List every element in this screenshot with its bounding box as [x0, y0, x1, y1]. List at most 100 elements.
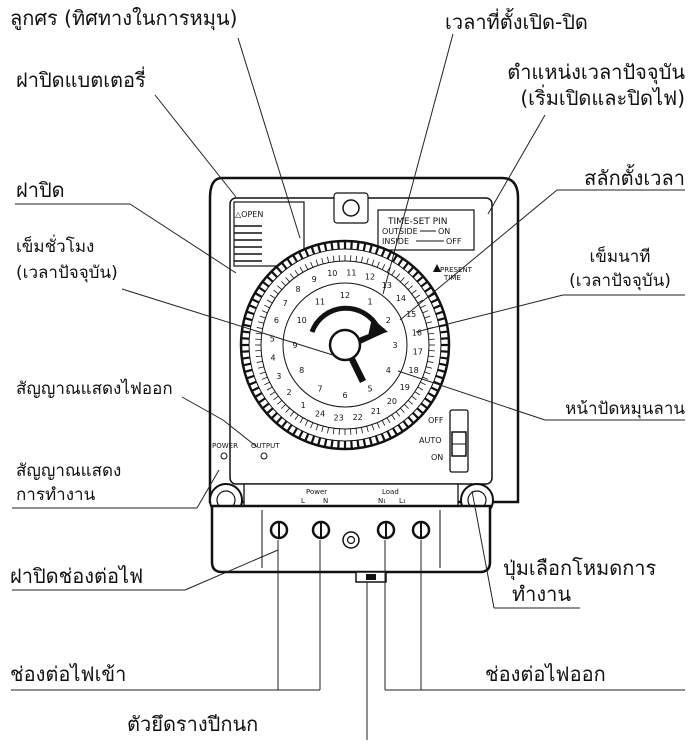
dial-tick: [366, 426, 369, 433]
screw-power-l[interactable]: [269, 520, 289, 540]
output-led: [260, 452, 268, 460]
dial-pin: [244, 368, 253, 373]
dial-pin: [286, 424, 293, 433]
dial-pin: [420, 280, 429, 288]
dial-hour-number: 16: [412, 328, 422, 337]
dial-pin: [430, 298, 439, 304]
clock-number: 1: [367, 298, 372, 307]
clock-number: 5: [367, 384, 372, 393]
terminal-power-n: N: [323, 497, 328, 505]
dial-tick: [281, 404, 286, 409]
label-dial: หน้าปัดหมุนลาน: [565, 399, 685, 419]
dial-hour-number: 7: [283, 299, 288, 308]
dial-tick: [299, 417, 304, 424]
dial-tick: [281, 281, 286, 286]
dial-tick: [381, 264, 386, 270]
clock-number: 11: [315, 298, 325, 307]
dial-pin: [433, 304, 442, 310]
dial-tick: [366, 257, 369, 264]
dial-tick: [355, 255, 358, 262]
dial-tick: [304, 420, 309, 426]
dial-pin: [435, 310, 444, 316]
dial-pin: [241, 330, 250, 334]
pin-legend-box: [377, 209, 475, 251]
dial-pin: [438, 362, 448, 367]
pin-legend-off: OFF: [446, 237, 462, 246]
dial-tick: [332, 255, 335, 262]
dial-pin: [392, 254, 398, 263]
dial-hour-number: 9: [312, 275, 317, 284]
dial-pin: [337, 440, 340, 449]
dial-tick: [269, 294, 276, 299]
screw-load-n[interactable]: [376, 520, 396, 540]
dial-pin: [270, 412, 278, 420]
dial-pin: [330, 440, 334, 449]
screw-load-l[interactable]: [411, 520, 431, 540]
dial-tick: [376, 422, 380, 429]
dial-pin: [323, 242, 328, 252]
dial-tick: [257, 366, 264, 369]
dial-pin: [241, 356, 250, 360]
dial-tick: [395, 273, 401, 279]
dial-pin: [242, 362, 252, 367]
dial-hour-number: 12: [365, 272, 375, 281]
screw-power-n[interactable]: [311, 520, 331, 540]
dial-tick: [321, 257, 324, 264]
terminal-block: [243, 483, 459, 507]
dial-tick: [264, 304, 270, 309]
dial-pin: [270, 270, 278, 278]
clock-number: 7: [317, 384, 322, 393]
label-hour-hand-sub: (เวลาปัจจุบัน): [16, 263, 118, 283]
switch-off-label: OFF: [428, 416, 444, 425]
label-minute-hand: เข็มนาที: [589, 247, 651, 267]
dial-tick: [294, 414, 299, 421]
dial-hour-number: 17: [413, 347, 423, 356]
dial-pin: [280, 420, 288, 429]
clock-number: 4: [386, 366, 391, 375]
dial-tick: [386, 266, 391, 273]
dial-tick: [266, 299, 273, 304]
dial-hour-number: 15: [406, 310, 416, 319]
pin-legend-title: TIME-SET PIN: [387, 217, 447, 227]
dial-hour-number: 1: [301, 401, 306, 410]
terminal-load-n: N₁: [378, 497, 386, 505]
dial-pin: [298, 430, 304, 439]
dial-pin: [416, 407, 424, 415]
present-time-label-1: PRESENT: [440, 266, 473, 274]
dial-tick: [417, 386, 424, 391]
dial-pin: [304, 248, 310, 257]
dial-pin: [292, 427, 298, 436]
dial-pin: [368, 437, 373, 446]
battery-grille: [234, 225, 262, 262]
clock-number: 10: [297, 316, 307, 325]
dial-hour-number: 23: [334, 414, 344, 423]
dial-pin: [424, 286, 433, 293]
dial-pin: [251, 386, 260, 392]
dial-pin: [440, 350, 449, 353]
dial-pin: [430, 386, 439, 392]
dial-tick: [404, 281, 409, 286]
present-time-label-2: TIME: [443, 274, 461, 282]
terminal-power-l: L: [301, 497, 305, 505]
label-present-time-position-sub: (เริ่มเปิดและปิดไฟ): [520, 86, 685, 110]
dial-tick: [256, 327, 263, 330]
label-pointer: ลูกศร (ทิศทางในการหมุน): [10, 6, 238, 30]
dial-tick: [428, 355, 435, 358]
dial-tick: [355, 428, 358, 435]
present-time-triangle: [433, 264, 441, 272]
dial-pin: [350, 440, 353, 449]
dial-pin: [412, 270, 420, 278]
dial-tick: [327, 256, 330, 263]
dial-pin: [420, 402, 429, 410]
dial-pin: [261, 280, 270, 288]
dial-tick: [395, 411, 401, 417]
dial-pin: [368, 244, 373, 253]
dial-tick: [371, 424, 375, 431]
dial-pin: [286, 257, 293, 266]
clock-number: 12: [340, 291, 350, 300]
dial-hour-number: 8: [296, 285, 301, 294]
dial-tick: [422, 376, 429, 380]
clock-number: 8: [299, 366, 304, 375]
dial-tick: [255, 355, 262, 358]
